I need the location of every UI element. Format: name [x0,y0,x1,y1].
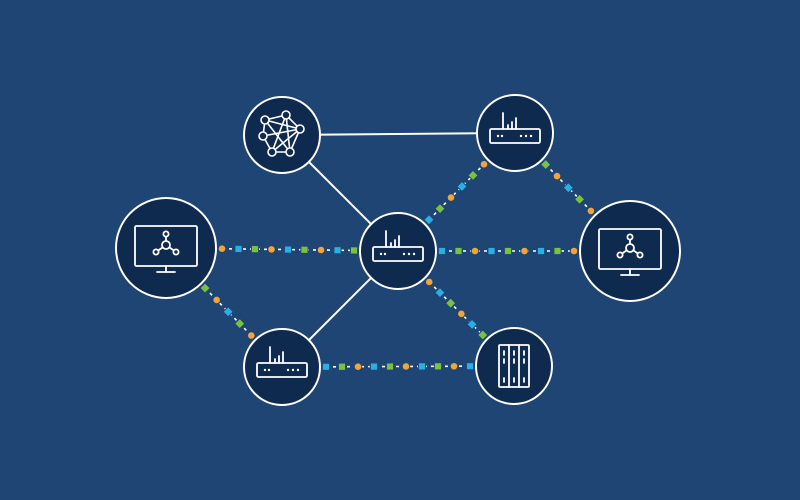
packet-square [467,169,479,182]
packet-dot [449,361,459,371]
packet-dot [267,245,276,254]
packet-link-line [325,365,471,368]
packet-square [434,286,446,299]
packet-square [250,244,260,254]
packet-square [385,362,395,371]
server-rack-icon [498,344,530,388]
packet-dot [316,245,326,255]
packet-dot [586,206,596,216]
packet-link-monitor-left-router-center [217,244,359,255]
packet-square [444,297,457,309]
packet-dot [457,309,466,319]
packet-square [476,329,489,341]
packet-link-router-center-monitor-right [437,246,579,256]
packet-square [283,245,293,254]
packet-square [423,213,435,226]
packet-link-line [428,281,484,336]
packet-link-router-center-router-top [423,159,489,226]
packet-square [536,246,546,256]
node-mesh[interactable] [243,96,321,174]
packet-dot [569,246,579,256]
packet-square [222,305,234,318]
node-circle [359,212,437,290]
node-monitor-right[interactable] [579,200,681,302]
packet-dot [446,193,456,202]
router-icon [489,112,541,144]
node-circle [475,327,553,405]
packet-square [466,318,478,331]
nodes-layer [115,94,681,406]
monitor-network-icon [134,225,198,273]
packet-dot [401,362,411,371]
packet-square [349,246,359,255]
packet-square [333,246,342,255]
packet-dot [246,331,256,340]
packet-link-monitor-left-router-bottom [199,282,256,340]
node-circle [243,328,321,406]
node-server-rack[interactable] [475,327,553,405]
packet-square [321,362,331,371]
packet-square [433,362,443,371]
packet-square [487,246,496,256]
packet-dot [353,362,363,371]
packet-dot [520,246,529,256]
packet-link-router-center-server-rack [424,277,489,341]
packet-square [417,362,427,371]
node-monitor-left[interactable] [115,197,217,299]
node-router-center[interactable] [359,212,437,290]
packet-square [465,362,475,371]
packet-square [337,362,347,371]
packet-square [233,317,246,330]
packet-square [234,244,243,254]
packet-dot [552,171,562,181]
node-router-top[interactable] [476,94,554,172]
packet-square [553,246,562,256]
node-circle [243,96,321,174]
packet-dot [212,295,221,305]
packet-square [369,362,379,371]
monitor-network-icon [598,228,662,276]
packets-layer [199,158,596,371]
packet-square [562,181,575,194]
packet-dot [217,244,227,254]
mesh-network-icon [258,110,305,157]
packet-square [437,246,447,256]
packet-square [573,193,586,206]
router-icon [256,346,308,378]
node-circle [476,94,554,172]
packet-square [503,246,513,256]
packet-square [539,158,552,171]
packet-square [199,282,211,294]
packet-square [434,202,446,215]
packet-link-line [221,247,355,252]
packet-square [456,180,468,193]
packet-dot [424,277,434,287]
packet-link-router-top-monitor-right [539,158,596,216]
packet-dot [479,159,489,169]
node-router-bottom[interactable] [243,328,321,406]
packet-link-router-bottom-server-rack [321,361,475,371]
packet-square [300,245,309,254]
packet-square [454,246,463,256]
packet-dot [470,246,480,256]
router-icon [372,230,424,262]
